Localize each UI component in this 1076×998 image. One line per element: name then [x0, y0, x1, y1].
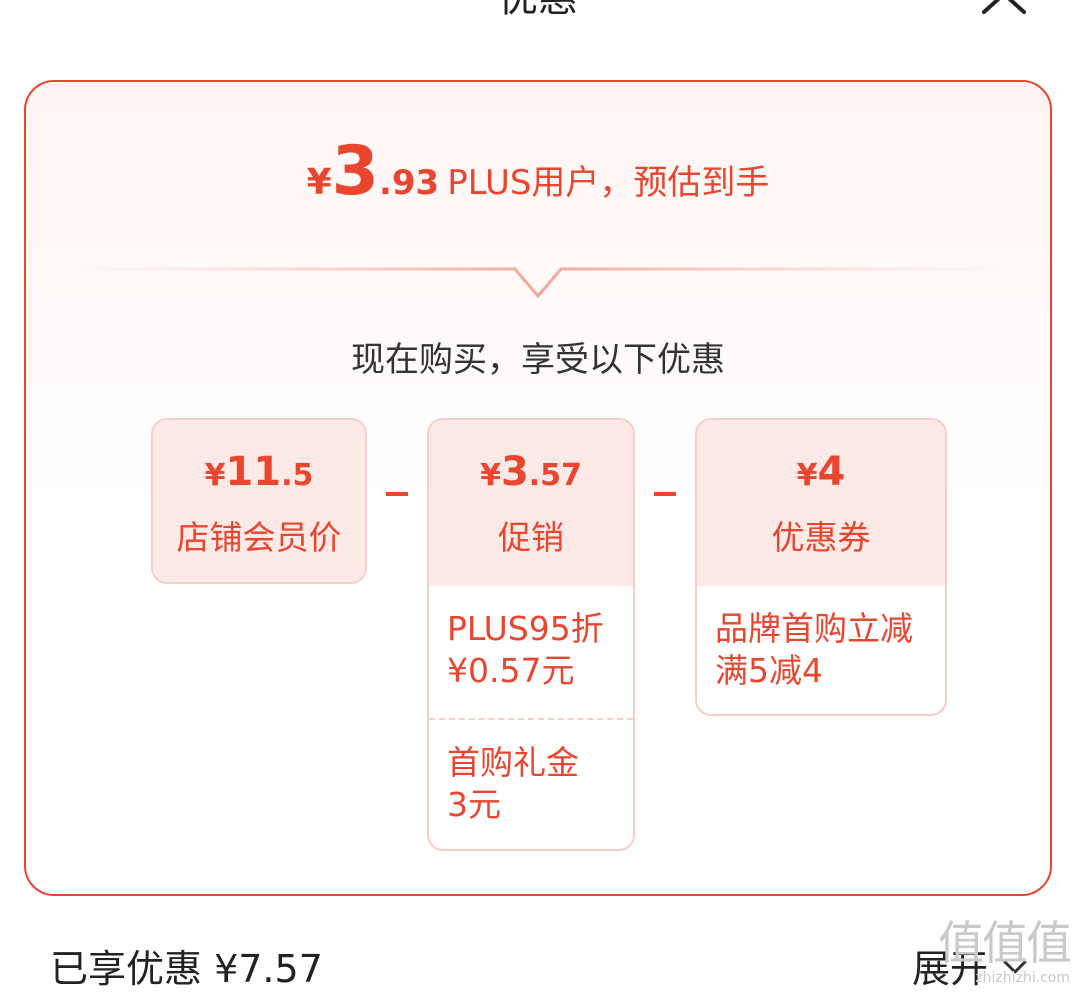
pointer-divider — [60, 267, 1020, 299]
detail-line: 3元 — [447, 785, 501, 824]
coupon-label: 优惠券 — [771, 518, 871, 557]
promotion-box[interactable]: ¥3.57 促销 PLUS95折 ¥0.57元 首购礼金 3元 — [427, 418, 635, 851]
detail-line: 首购礼金 — [447, 743, 579, 782]
coupon-currency: ¥ — [796, 458, 818, 493]
estimate-label: PLUS用户，预估到手 — [447, 163, 770, 203]
promo-decimal: .57 — [528, 458, 582, 493]
close-button[interactable] — [978, 0, 1030, 16]
member-price-head: ¥11.5 店铺会员价 — [153, 420, 365, 582]
member-decimal: .5 — [281, 458, 314, 493]
minus-operator — [654, 492, 676, 496]
member-currency: ¥ — [204, 458, 226, 493]
minus-operator — [386, 492, 408, 496]
promotion-head: ¥3.57 促销 — [429, 420, 633, 586]
promotion-label: 促销 — [498, 518, 564, 557]
member-price-label: 店铺会员价 — [176, 518, 342, 557]
coupon-head: ¥4 优惠券 — [697, 420, 945, 586]
estimate-currency: ¥ — [306, 162, 332, 203]
member-integer: 11 — [225, 449, 282, 495]
detail-line: PLUS95折 — [447, 609, 604, 648]
watermark-logo: 值值值 — [938, 916, 1072, 970]
expand-button[interactable]: 展开 — [912, 947, 989, 991]
subtitle: 现在购买，享受以下优惠 — [351, 340, 725, 380]
close-icon — [982, 0, 1026, 14]
detail-line: ¥0.57元 — [447, 651, 575, 690]
site-watermark: 值值值 zhizhizhi.com — [920, 916, 1072, 998]
coupon-value: ¥4 — [697, 420, 945, 518]
estimate-decimal: .93 — [378, 163, 440, 203]
detail-line: 品牌首购立减 — [715, 609, 913, 648]
member-price-value: ¥11.5 — [153, 420, 365, 518]
enjoyed-discount-text: 已享优惠 ¥7.57 — [50, 947, 323, 991]
detail-line: 满5减4 — [715, 651, 823, 690]
watermark-url: zhizhizhi.com — [975, 970, 1070, 986]
sheet-title: 优惠 — [0, 0, 1076, 18]
coupon-box[interactable]: ¥4 优惠券 品牌首购立减 满5减4 — [695, 418, 947, 716]
promotion-detail-plus: PLUS95折 ¥0.57元 — [429, 586, 633, 718]
coupon-integer: 4 — [817, 449, 846, 495]
chevron-down-icon[interactable] — [1000, 952, 1030, 982]
promotion-detail-gift: 首购礼金 3元 — [429, 718, 633, 849]
coupon-detail: 品牌首购立减 满5减4 — [697, 586, 945, 714]
estimate-integer: 3 — [331, 132, 379, 211]
member-price-box[interactable]: ¥11.5 店铺会员价 — [151, 418, 367, 584]
promotion-value: ¥3.57 — [429, 420, 633, 518]
promo-currency: ¥ — [480, 458, 501, 493]
promo-integer: 3 — [500, 449, 529, 495]
